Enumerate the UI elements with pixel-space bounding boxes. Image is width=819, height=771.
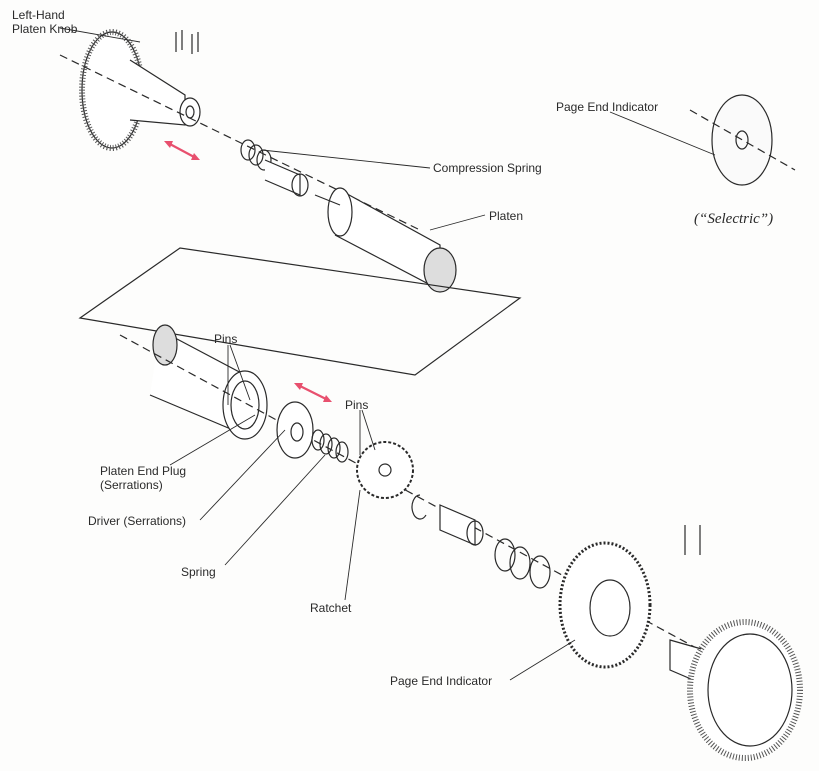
reference-plane xyxy=(78,247,522,376)
label-page-end-indicator-top: Page End Indicator xyxy=(556,100,659,114)
label-platen-end-plug: Platen End Plug(Serrations) xyxy=(100,464,187,492)
spring-lower xyxy=(311,429,349,463)
label-platen: Platen xyxy=(489,209,524,223)
movement-arrows xyxy=(164,141,332,402)
compression-spring xyxy=(240,139,272,171)
driver-disc xyxy=(276,401,314,459)
label-compression-spring: Compression Spring xyxy=(433,161,542,175)
page-end-indicator-gear xyxy=(558,541,652,669)
set-screws-bottom xyxy=(684,525,701,555)
label-selectric: (“Selectric”) xyxy=(694,211,774,227)
bushing xyxy=(439,504,484,546)
sleeve xyxy=(264,159,309,197)
spring-rings xyxy=(494,538,551,589)
label-page-end-indicator-bottom: Page End Indicator xyxy=(390,674,493,688)
selectric-indicator xyxy=(689,94,796,186)
right-platen-knob xyxy=(669,619,803,761)
label-spring: Spring xyxy=(181,565,216,579)
label-pins-left: Pins xyxy=(214,332,238,346)
platen-end xyxy=(149,324,268,440)
retaining-ring xyxy=(411,494,427,520)
label-pins-right: Pins xyxy=(345,398,369,412)
label-ratchet: Ratchet xyxy=(310,601,352,615)
set-screws-top xyxy=(175,30,199,54)
label-driver: Driver (Serrations) xyxy=(88,514,187,528)
platen-roller xyxy=(314,187,457,293)
left-platen-knob xyxy=(79,29,201,151)
ratchet-wheel xyxy=(356,441,414,499)
